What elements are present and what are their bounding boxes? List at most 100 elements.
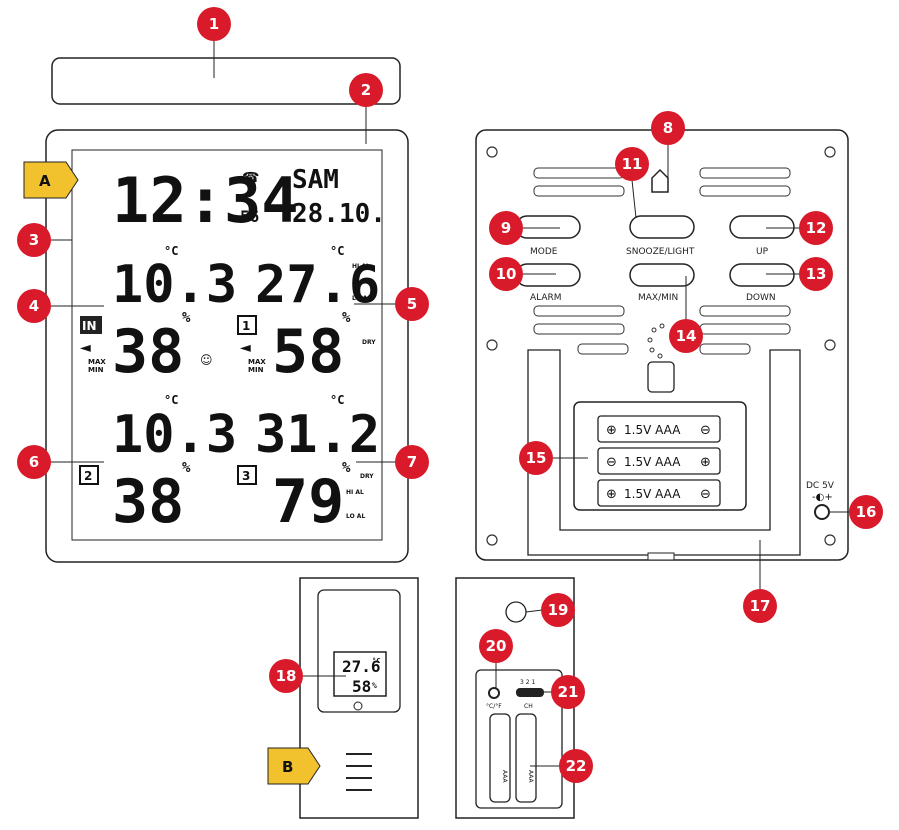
callout-7: 7 [395, 445, 429, 479]
ch3-temp: 31.2 [255, 405, 380, 465]
front-unit: 12:34 56 SAM 28.10. ☎ 10.3 °C IN ◄ MAX M… [45, 57, 409, 563]
svg-text:19: 19 [548, 601, 569, 619]
svg-text:3: 3 [29, 231, 39, 249]
ch1-humidity-unit: % [342, 310, 351, 326]
svg-text:5: 5 [407, 295, 417, 313]
ch1-humidity: 58 [272, 317, 344, 387]
top-light-bar [51, 57, 401, 105]
ch1-max-label: MAX [248, 358, 266, 366]
up-button[interactable] [729, 215, 795, 239]
sensor-temp: 27.6 [342, 657, 381, 676]
tag-b-shape [267, 747, 321, 785]
date-display: 28.10. [292, 199, 386, 229]
battery-3-plus-icon: ⊕ [606, 487, 617, 502]
ch3-hi-al: HI AL [346, 489, 364, 496]
radio-signal-icon: ☎ [242, 170, 259, 186]
callout-6: 6 [17, 445, 51, 479]
callout-22: 22 [559, 749, 593, 783]
ch1-lo-al: LO AL [352, 295, 371, 302]
max-min-button[interactable] [629, 263, 695, 287]
callout-16: 16 [849, 495, 883, 529]
sensor-battery-1 [489, 713, 511, 803]
sensor-front: 27.6 °C 58 % [299, 577, 419, 819]
callout-19: 19 [541, 593, 575, 627]
ch1-min-label: MIN [248, 366, 264, 374]
svg-text:21: 21 [558, 683, 579, 701]
ch3-badge [237, 465, 257, 485]
callout-11: 11 [615, 147, 649, 181]
ch2-temp: 10.3 [112, 405, 237, 465]
svg-text:20: 20 [486, 637, 507, 655]
ch1-temp-unit: °C [330, 244, 344, 258]
tag-a-shape [23, 161, 79, 199]
svg-text:15: 15 [526, 449, 547, 467]
callout-10: 10 [489, 257, 523, 291]
callout-14: 14 [669, 319, 703, 353]
callout-15: 15 [519, 441, 553, 475]
cf-button[interactable] [488, 687, 500, 699]
sensor-battery-1-label: AAA [501, 770, 508, 784]
sensor-vents [346, 753, 372, 791]
dc-jack[interactable] [814, 504, 830, 520]
svg-text:6: 6 [29, 453, 39, 471]
callout-badges: 1 2 3 4 5 6 7 8 9 10 11 12 13 14 15 16 1… [17, 7, 883, 783]
callout-1: 1 [197, 7, 231, 41]
time-display: 12:34 [112, 164, 299, 237]
ch1-arrow-icon: ◄ [240, 340, 251, 356]
hanging-hole [651, 168, 669, 193]
callout-17: 17 [743, 589, 777, 623]
svg-text:10: 10 [496, 265, 517, 283]
callout-4: 4 [17, 289, 51, 323]
ch2-number: 2 [84, 469, 92, 483]
callout-20: 20 [479, 629, 513, 663]
dc-polarity-icon: -◐+ [812, 492, 833, 503]
battery-3-label: 1.5V AAA [624, 487, 681, 501]
sensor-battery-2-label: AAA [527, 770, 534, 784]
callout-13: 13 [799, 257, 833, 291]
indoor-temp-unit: °C [164, 244, 178, 258]
svg-text:9: 9 [501, 219, 511, 237]
ch1-dry-label: DRY [362, 339, 376, 346]
ch3-number: 3 [242, 469, 250, 483]
lcd-screen [71, 149, 383, 541]
leader-lines [48, 40, 850, 767]
callout-18: 18 [269, 659, 303, 693]
ch3-humidity-unit: % [342, 460, 351, 476]
channel-switch[interactable] [516, 688, 544, 697]
snooze-light-button[interactable] [629, 215, 695, 239]
in-badge [80, 316, 102, 334]
ch1-temp: 27.6 [255, 255, 380, 315]
alarm-button[interactable] [515, 263, 581, 287]
ch3-wet-label: DRY [360, 473, 374, 480]
ch2-humidity: 38 [112, 467, 184, 537]
ch2-temp-unit: °C [164, 393, 178, 407]
svg-text:22: 22 [566, 757, 587, 775]
callout-21: 21 [551, 675, 585, 709]
svg-text:8: 8 [663, 119, 673, 137]
tag-a: A [23, 161, 79, 199]
dc-label: DC 5V [806, 481, 835, 491]
callout-9: 9 [489, 211, 523, 245]
battery-2-minus-icon: ⊖ [606, 455, 617, 470]
battery-2 [597, 447, 721, 475]
arrow-left-icon: ◄ [80, 340, 91, 356]
down-button[interactable] [729, 263, 795, 287]
mode-button[interactable] [515, 215, 581, 239]
sensor-temp-unit: °C [372, 657, 380, 665]
callout-12: 12 [799, 211, 833, 245]
ch1-badge [237, 315, 257, 335]
in-label: IN [82, 319, 97, 333]
seconds-display: 56 [240, 207, 259, 226]
svg-text:11: 11 [622, 155, 643, 173]
svg-text:18: 18 [276, 667, 297, 685]
battery-3 [597, 479, 721, 507]
weekday-display: SAM [292, 165, 339, 195]
battery-1-plus-icon: ⊕ [606, 423, 617, 438]
down-label: DOWN [746, 293, 776, 303]
back-unit: MODE SNOOZE/LIGHT UP ALARM MAX/MIN DOWN … [475, 129, 849, 561]
ch1-number: 1 [242, 319, 250, 333]
indoor-temp: 10.3 [112, 255, 237, 315]
ch3-humidity: 79 [272, 467, 344, 537]
svg-text:12: 12 [806, 219, 827, 237]
sensor-humidity-unit: % [372, 681, 377, 690]
